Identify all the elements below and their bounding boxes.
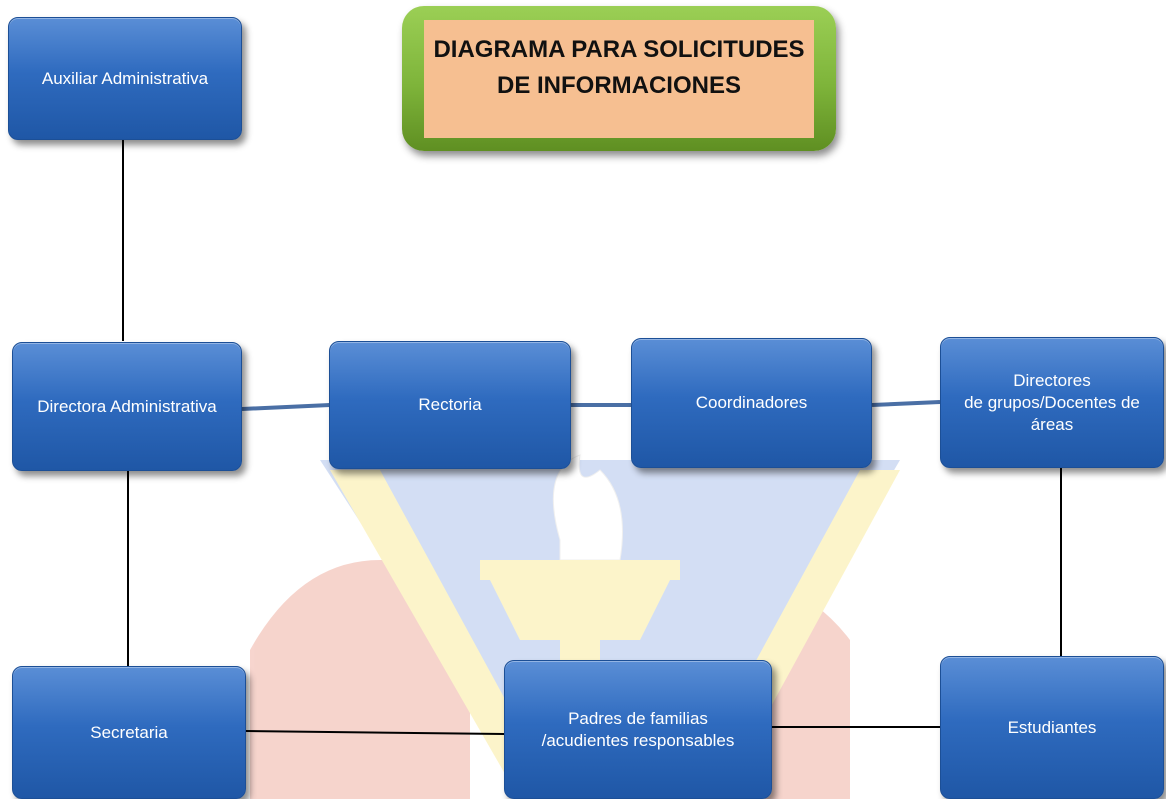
node-directora-administrativa: Directora Administrativa: [12, 342, 242, 471]
diagram-title-panel: DIAGRAMA PARA SOLICITUDES DE INFORMACION…: [424, 20, 814, 138]
node-label: Secretaria: [90, 722, 168, 742]
node-label: Estudiantes: [1007, 717, 1097, 737]
diagram-title: DIAGRAMA PARA SOLICITUDES DE INFORMACION…: [433, 36, 805, 99]
node-label: Rectoria: [418, 395, 482, 414]
edge-secretaria-padres: [245, 730, 505, 735]
node-padres-de-familias: Padres de familias /acudientes responsab…: [504, 660, 772, 799]
node-label: Coordinadores: [695, 393, 808, 412]
diagram-title-box: DIAGRAMA PARA SOLICITUDES DE INFORMACION…: [402, 6, 836, 151]
node-estudiantes: Estudiantes: [940, 656, 1164, 799]
node-rectoria: Rectoria: [329, 341, 571, 469]
node-coordinadores: Coordinadores: [631, 338, 872, 468]
edge-directora-rectoria: [241, 403, 331, 411]
edge-coordinadores-directores: [871, 400, 941, 407]
node-label: Padres de familias /acudientes responsab…: [541, 708, 735, 750]
node-label: Directora Administrativa: [37, 396, 217, 416]
node-directores-grupos: Directores de grupos/Docentes de áreas: [940, 337, 1164, 468]
node-secretaria: Secretaria: [12, 666, 246, 799]
node-label: Directores de grupos/Docentes de áreas: [964, 370, 1140, 434]
node-label: Auxiliar Administrativa: [41, 68, 209, 88]
node-auxiliar-administrativa: Auxiliar Administrativa: [8, 17, 242, 140]
